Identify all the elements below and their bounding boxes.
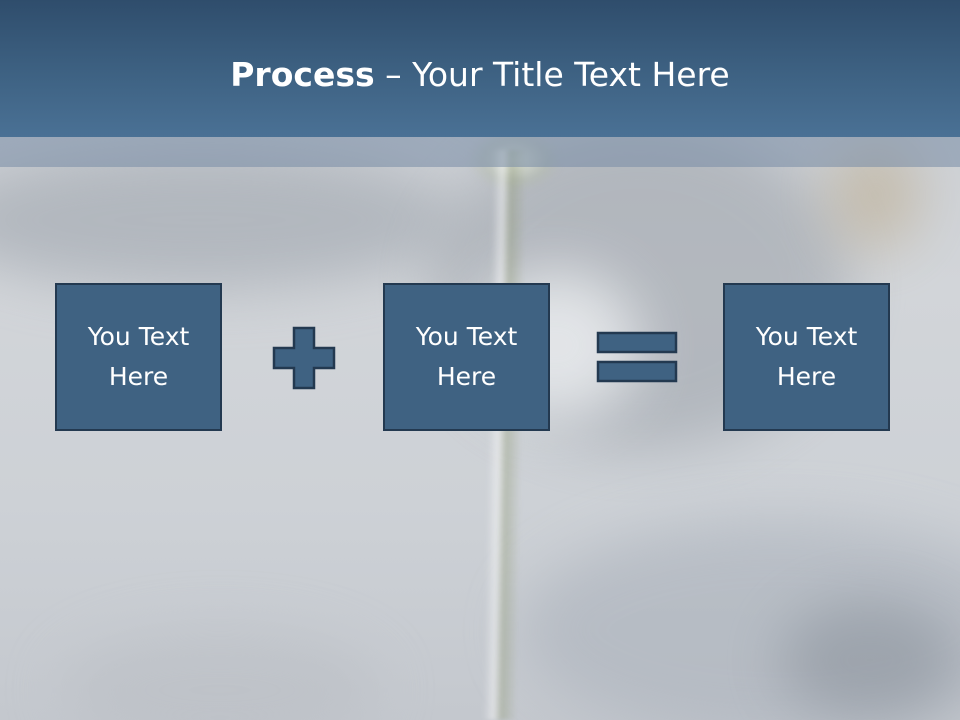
process-box-1-text: You Text Here — [87, 322, 190, 391]
equals-icon — [596, 331, 678, 383]
title-bar — [0, 0, 960, 137]
process-box-3-text: You Text Here — [755, 322, 858, 391]
background-photo-blur — [60, 630, 380, 720]
process-box-1[interactable]: You Text Here — [55, 283, 222, 431]
slide-title-rest: – Your Title Text Here — [374, 55, 730, 94]
background-photo-blur — [520, 520, 960, 720]
plus-icon — [272, 326, 336, 390]
slide-title-bold: Process — [230, 55, 375, 94]
background-photo-blur — [780, 600, 960, 720]
slide-title[interactable]: Process – Your Title Text Here — [0, 54, 960, 96]
process-box-2[interactable]: You Text Here — [383, 283, 550, 431]
background-photo-blur — [0, 150, 460, 290]
title-sub-band — [0, 137, 960, 167]
process-box-3[interactable]: You Text Here — [723, 283, 890, 431]
process-box-2-text: You Text Here — [415, 322, 518, 391]
